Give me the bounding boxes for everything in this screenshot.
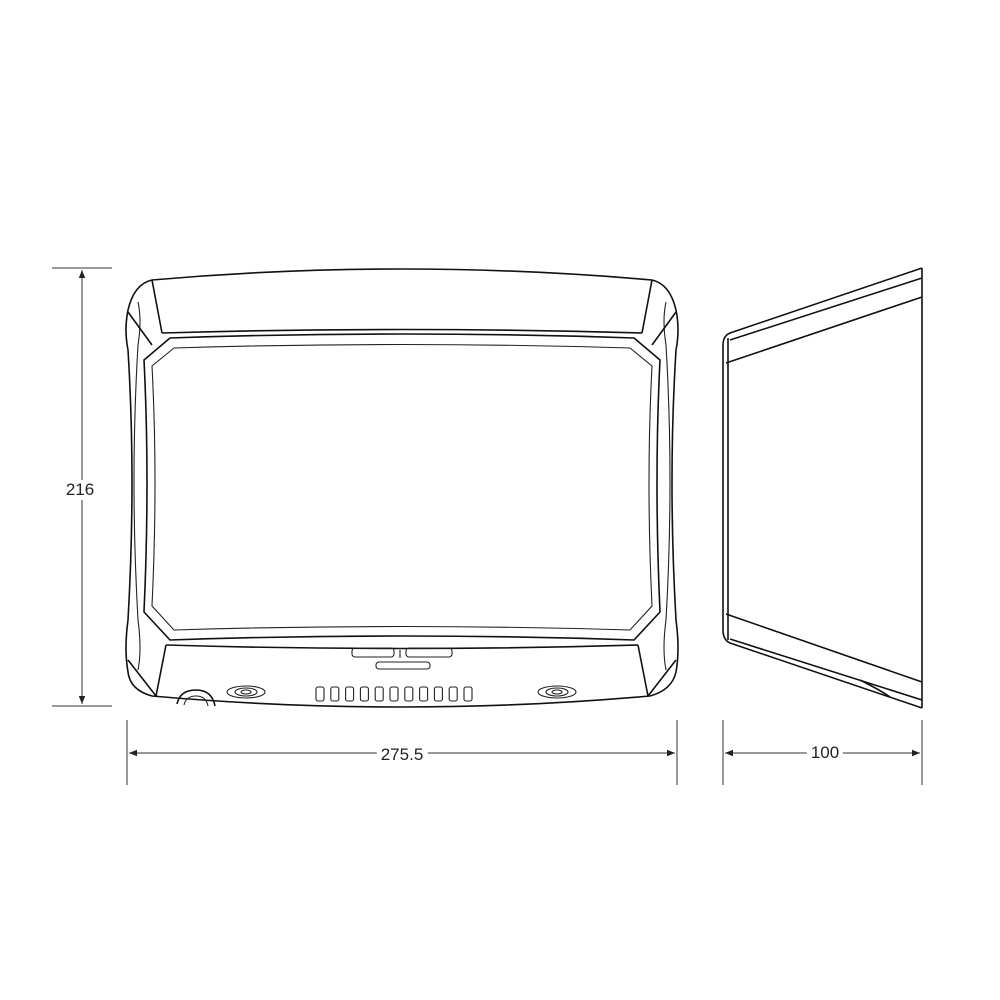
side-view: [722, 267, 923, 709]
vent-slot: [330, 686, 340, 702]
front-bottom-band: [165, 644, 639, 650]
control-button-right: [405, 647, 453, 658]
width-label: 275.5: [376, 745, 428, 765]
front-outer-shell: [125, 268, 679, 708]
vent-slot: [359, 686, 369, 702]
vent-slots: [315, 686, 473, 702]
vent-slot: [345, 686, 355, 702]
sensor-left-icon: [226, 685, 266, 699]
height-label: 216: [61, 480, 99, 500]
front-panel-frame: [143, 333, 661, 641]
vent-slot: [404, 686, 414, 702]
front-panel-inner: [151, 343, 653, 631]
vent-slot: [374, 686, 384, 702]
depth-label: 100: [806, 743, 844, 763]
vent-slot: [389, 686, 399, 702]
control-button-left: [351, 647, 395, 658]
vent-slot: [419, 686, 429, 702]
cable-notch: [176, 689, 216, 707]
vent-slot: [433, 686, 443, 702]
front-view: [125, 268, 679, 708]
vent-slot: [448, 686, 458, 702]
vent-slot: [315, 686, 325, 702]
sensor-right-icon: [537, 685, 577, 699]
vent-slot: [463, 686, 473, 702]
front-top-band: [161, 328, 643, 334]
control-button-bottom: [375, 661, 431, 670]
